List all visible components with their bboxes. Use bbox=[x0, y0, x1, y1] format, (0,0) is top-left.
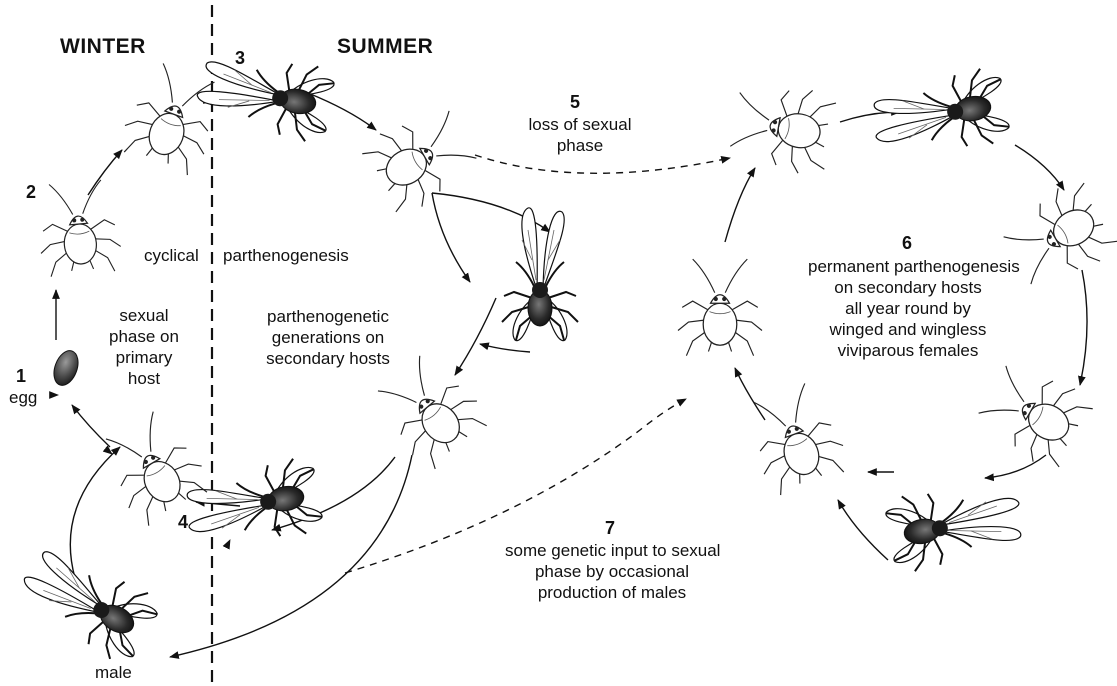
permanent-parthenogenesis-label: permanent parthenogenesis on secondary h… bbox=[808, 256, 1008, 361]
loss-of-sexual-phase-label: loss of sexual phase bbox=[520, 114, 640, 156]
step-number-5: 5 bbox=[570, 92, 580, 113]
winged-aphid-icon bbox=[11, 536, 164, 668]
winged-aphid-icon bbox=[181, 456, 325, 554]
step-number-7: 7 bbox=[605, 518, 615, 539]
wingless-aphid-icon bbox=[35, 179, 123, 278]
male-label: male bbox=[95, 662, 132, 683]
step-number-6: 6 bbox=[902, 233, 912, 254]
genetic-input-label: some genetic input to sexual phase by oc… bbox=[505, 540, 719, 603]
winged-aphid-icon bbox=[868, 66, 1012, 164]
summer-heading: SUMMER bbox=[337, 36, 433, 57]
step-number-2: 2 bbox=[26, 182, 36, 203]
parthenogenetic-generations-label: parthenogenetic generations on secondary… bbox=[248, 306, 408, 369]
sexual-phase-label: sexual phase on primary host bbox=[100, 305, 188, 389]
wingless-aphid-icon bbox=[358, 98, 484, 219]
step-number-1: 1 bbox=[16, 366, 26, 387]
wingless-aphid-icon bbox=[93, 404, 214, 530]
winter-heading: WINTER bbox=[60, 36, 146, 57]
winged-aphid-icon bbox=[883, 477, 1027, 575]
wingless-aphid-icon bbox=[740, 378, 852, 498]
wingless-aphid-icon bbox=[971, 353, 1097, 474]
winged-aphid-icon bbox=[502, 208, 578, 341]
wingless-aphid-icon bbox=[728, 78, 838, 177]
aphid-egg-icon bbox=[50, 347, 83, 388]
parthenogenesis-label: parthenogenesis bbox=[223, 245, 349, 266]
step-number-4: 4 bbox=[178, 512, 188, 533]
step-number-3: 3 bbox=[235, 48, 245, 69]
cyclical-label: cyclical bbox=[144, 245, 199, 266]
wingless-aphid-icon bbox=[996, 176, 1117, 297]
egg-label: egg bbox=[9, 387, 37, 408]
wingless-aphid-icon bbox=[678, 259, 762, 356]
